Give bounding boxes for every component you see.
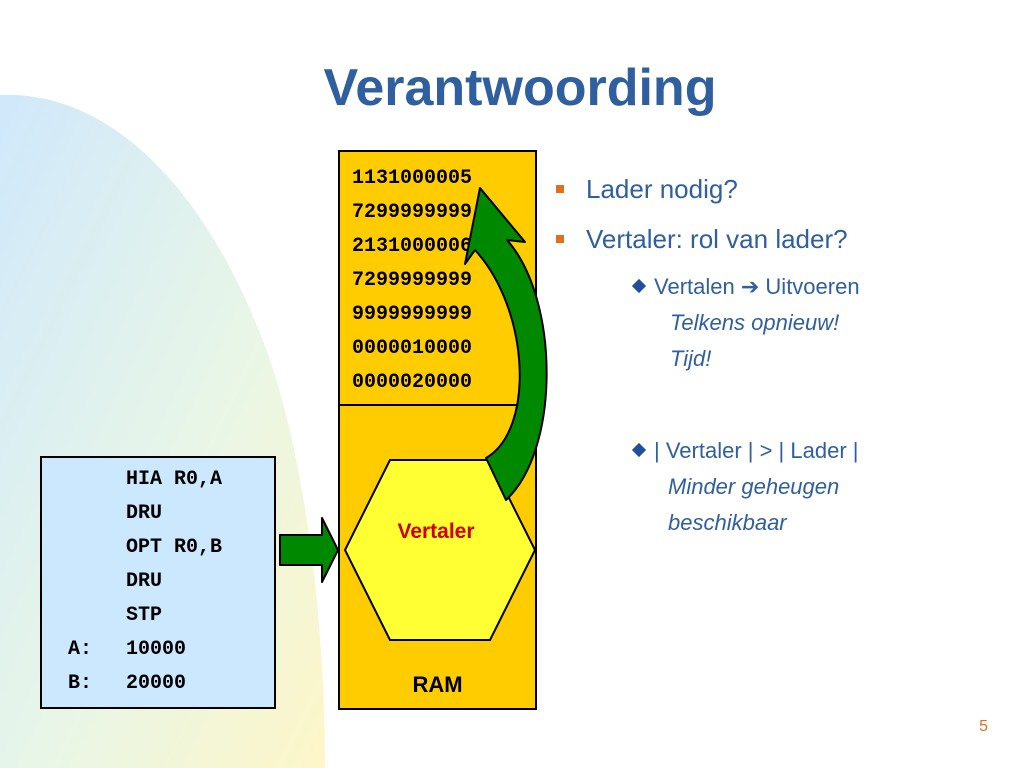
memory-cell: 2131000006 bbox=[352, 235, 473, 258]
sub-bullet-text-pre: Vertalen bbox=[654, 274, 735, 299]
code-block: HIA R0,A DRU OPT R0,B DRU STP A: 10000 B:… bbox=[40, 456, 276, 709]
memory-cell: 0000010000 bbox=[352, 337, 473, 360]
sub-bullet-note: Tijd! bbox=[670, 346, 712, 371]
code-instruction: DRU bbox=[126, 570, 163, 593]
code-instruction: DRU bbox=[126, 502, 163, 525]
sub-bullet-note: beschikbaar bbox=[668, 510, 787, 535]
sub-bullet-note: Telkens opnieuw! bbox=[670, 310, 840, 335]
right-arrow-icon: ➔ bbox=[740, 274, 760, 299]
memory-cell: 7299999999 bbox=[352, 269, 473, 292]
ram-memory-area: 1131000005 7299999999 2131000006 7299999… bbox=[340, 152, 535, 406]
sub-bullet-text: | Vertaler | > | Lader | bbox=[654, 438, 859, 463]
input-arrow bbox=[279, 517, 339, 583]
sub-bullet-text: Vertalen ➔ Uitvoeren bbox=[654, 274, 860, 300]
code-instruction: OPT R0,B bbox=[126, 536, 223, 559]
code-instruction: STP bbox=[126, 604, 163, 627]
ram-label: RAM bbox=[412, 672, 463, 697]
page-number: 5 bbox=[979, 718, 988, 735]
memory-cell: 1131000005 bbox=[352, 167, 473, 190]
translator-output-arrow bbox=[464, 187, 548, 501]
square-bullet-icon bbox=[556, 185, 564, 193]
code-instruction: 10000 bbox=[126, 638, 187, 661]
page-title: Verantwoording bbox=[323, 59, 717, 117]
memory-list: 1131000005 7299999999 2131000006 7299999… bbox=[352, 162, 472, 400]
memory-cell: 7299999999 bbox=[352, 201, 473, 224]
memory-cell: 0000020000 bbox=[352, 371, 473, 394]
translator-label: Vertaler bbox=[397, 520, 475, 543]
code-label: B: bbox=[68, 672, 93, 695]
sub-bullet-note: Minder geheugen bbox=[668, 474, 840, 499]
square-bullet-icon bbox=[556, 235, 564, 243]
code-instruction: HIA R0,A bbox=[126, 468, 223, 491]
sub-bullet-text-post: Uitvoeren bbox=[765, 274, 860, 299]
bullet-text: Lader nodig? bbox=[586, 174, 738, 204]
code-label: A: bbox=[68, 638, 93, 661]
bullet-text: Vertaler: rol van lader? bbox=[586, 224, 848, 254]
code-instruction: 20000 bbox=[126, 672, 187, 695]
memory-cell: 9999999999 bbox=[352, 303, 473, 326]
